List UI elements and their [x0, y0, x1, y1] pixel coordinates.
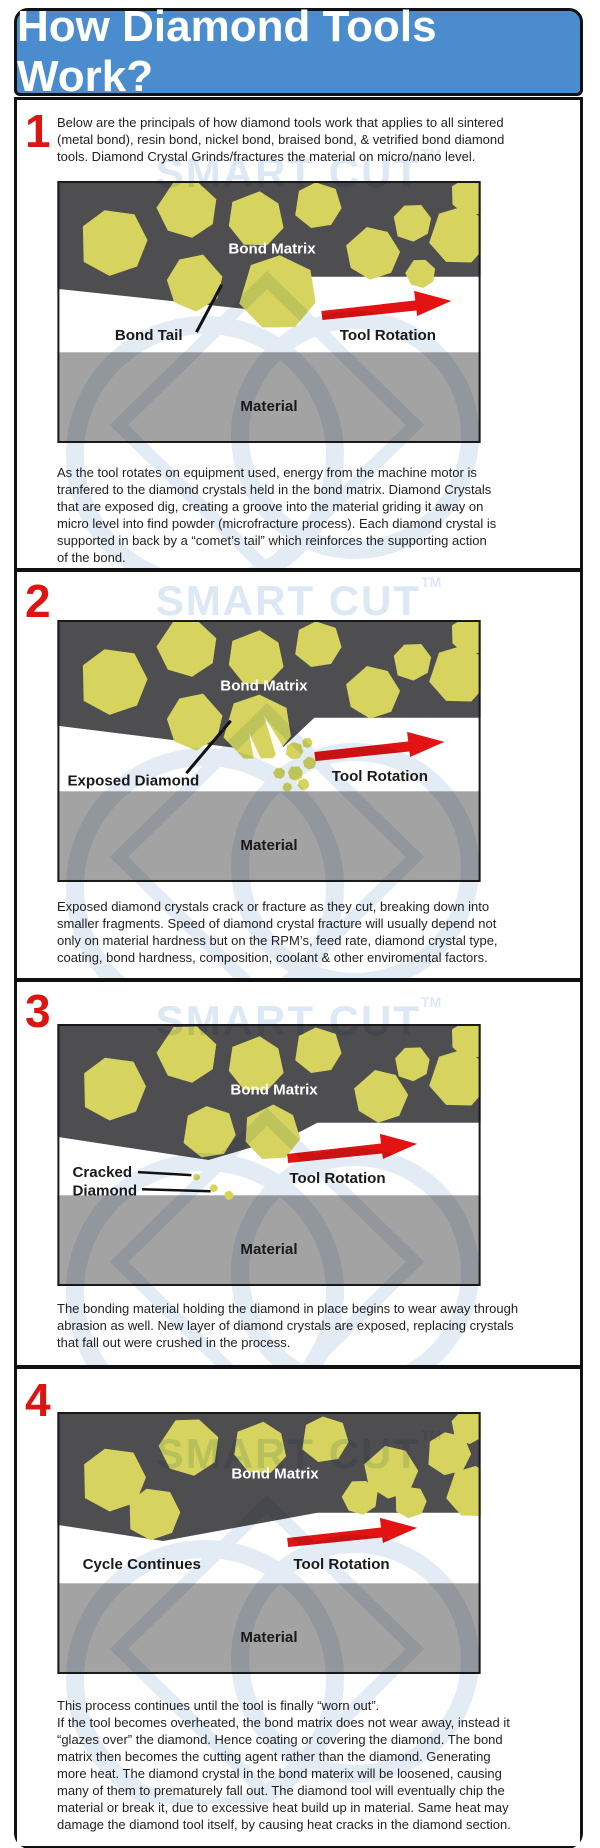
step-number: 4: [25, 1374, 51, 1426]
text-line: supported in back by a “comet’s tail” wh…: [57, 533, 487, 548]
step-number: 1: [25, 105, 51, 157]
material-label: Material: [240, 398, 297, 415]
text-line: abrasion as well. New layer of diamond c…: [57, 1318, 514, 1333]
diamond-fragment: [192, 1173, 201, 1182]
text-line: tools. Diamond Crystal Grinds/fractures …: [57, 149, 476, 164]
diamond-fragment: [286, 764, 304, 782]
text-line: of the bond.: [57, 550, 126, 565]
step-1-body: As the tool rotates on equipment used, e…: [57, 464, 496, 566]
tool-rotation-label: Tool Rotation: [340, 327, 436, 344]
step-number: 3: [25, 985, 51, 1037]
step-3-body: The bonding material holding the diamond…: [57, 1300, 518, 1351]
text-line: coating, bond hardness, composition, coo…: [57, 950, 488, 965]
tool-rotation-arrow-icon: [321, 290, 452, 321]
step-2-body: Exposed diamond crystals crack or fractu…: [57, 898, 498, 966]
bond-matrix-label: Bond Matrix: [220, 678, 308, 695]
step-2-panel: 2 SMART CUTTM: [17, 568, 580, 978]
text-line: Exposed diamond crystals crack or fractu…: [57, 899, 490, 914]
step-4-body: This process continues until the tool is…: [57, 1697, 511, 1833]
diagram-step-4: Cycle Continues Bond Matrix Tool Rotatio…: [57, 1412, 481, 1674]
step-number: 2: [25, 575, 51, 627]
diagram-step-2: Exposed Diamond Bond Matrix Tool Rotatio…: [57, 620, 481, 882]
text-line: only on material hardness but on the RPM…: [57, 933, 498, 948]
diagram-step-1: Bond Tail Bond Matrix Tool Rotation Mate…: [57, 181, 481, 443]
diagram-step-3: Cracked Diamond Bond Matrix Tool Rotatio…: [57, 1024, 481, 1286]
bond-matrix-label: Bond Matrix: [231, 1466, 319, 1483]
text-line: micro level into find powder (microfract…: [57, 516, 497, 531]
text-line: damage the diamond tool itself, by causi…: [57, 1817, 511, 1832]
leader-line: [141, 1188, 211, 1193]
material-label: Material: [240, 1629, 297, 1646]
tool-rotation-arrow-icon: [287, 1133, 418, 1164]
tool-rotation-label: Tool Rotation: [332, 768, 428, 785]
diamond-fragment: [302, 737, 313, 749]
diamond-fragment: [271, 765, 288, 782]
text-line: If the tool becomes overheated, the bond…: [57, 1715, 510, 1730]
cycle-continues-label: Cycle Continues: [83, 1556, 201, 1573]
tool-rotation-arrow-icon: [314, 731, 445, 762]
text-line: matrix then becomes the cutting agent ra…: [57, 1749, 491, 1764]
text-line: that fall out were crushed in the proces…: [57, 1335, 291, 1350]
text-line: Below are the principals of how diamond …: [57, 115, 504, 130]
material-label: Material: [240, 1241, 297, 1258]
text-line: that are exposed dig, creating a groove …: [57, 499, 484, 514]
leader-line: [137, 1170, 192, 1177]
text-line: As the tool rotates on equipment used, e…: [57, 465, 477, 480]
step-1-panel: 1 SMART CUTTM Below are the principals o…: [17, 100, 580, 568]
page-title: How Diamond Tools Work?: [17, 2, 437, 101]
tool-rotation-label: Tool Rotation: [293, 1556, 389, 1573]
bond-tail-label: Bond Tail: [115, 327, 183, 344]
diamond-crystal: [451, 1412, 481, 1445]
tool-rotation-arrow-icon: [287, 1517, 418, 1548]
text-line: smaller fragments. Speed of diamond crys…: [57, 916, 497, 931]
watermark-tm: TM: [421, 994, 442, 1010]
step-3-panel: 3 SMART CUTTM: [17, 978, 580, 1365]
bond-matrix-label: Bond Matrix: [228, 241, 316, 258]
step-1-intro: Below are the principals of how diamond …: [57, 114, 504, 165]
text-line: material or break it, due to excessive h…: [57, 1800, 509, 1815]
smart-cut-watermark: SMART CUTTM: [156, 574, 442, 625]
text-line: “glazes over” the diamond. Hence coating…: [57, 1732, 503, 1747]
steps-panel: 1 SMART CUTTM Below are the principals o…: [14, 97, 583, 1848]
text-line: more heat. The diamond crystal in the bo…: [57, 1766, 502, 1781]
watermark-text: SMART CUT: [155, 577, 422, 624]
header-banner: How Diamond Tools Work?: [14, 2, 583, 101]
text-line: tranfered to the diamond crystals held i…: [57, 482, 492, 497]
bond-matrix-label: Bond Matrix: [230, 1082, 318, 1099]
text-line: This process continues until the tool is…: [57, 1698, 380, 1713]
tool-rotation-label: Tool Rotation: [289, 1170, 385, 1187]
text-line: many of them to prematurely fall out. Th…: [57, 1783, 505, 1798]
cracked-diamond-label-line1: Cracked: [73, 1164, 133, 1181]
text-line: The bonding material holding the diamond…: [57, 1301, 519, 1316]
diamond-fragment: [296, 777, 310, 791]
watermark-tm: TM: [421, 574, 442, 590]
step-4-panel: 4 SMART CUTTM: [17, 1365, 580, 1846]
cracked-diamond-label-line2: Diamond: [73, 1182, 138, 1199]
text-line: (metal bond), resin bond, nickel bond, b…: [57, 132, 505, 147]
exposed-diamond-label: Exposed Diamond: [67, 772, 199, 789]
material-label: Material: [240, 837, 297, 854]
